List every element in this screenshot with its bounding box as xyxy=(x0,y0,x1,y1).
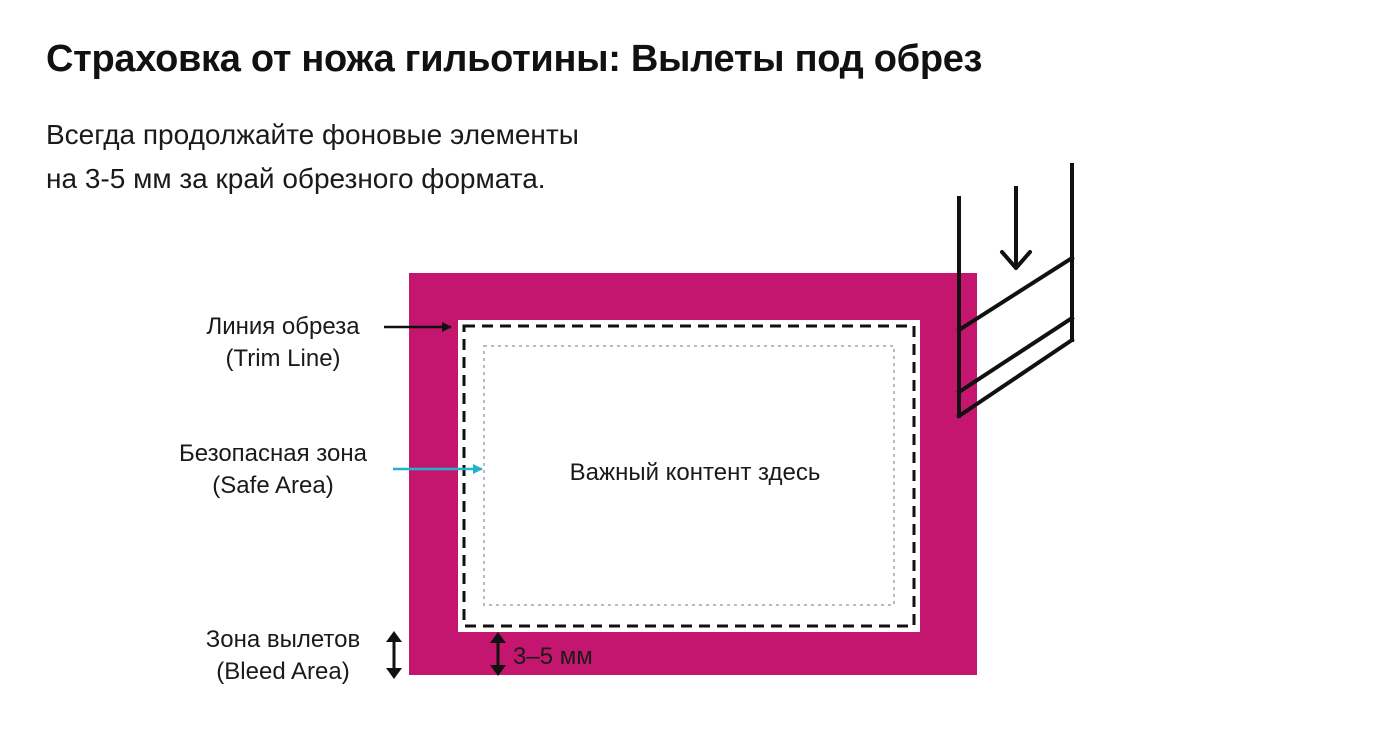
safe-area-label: Безопасная зона (Safe Area) xyxy=(158,438,388,502)
safe-area xyxy=(483,345,895,606)
trim-line-label-ru: Линия обреза xyxy=(206,313,360,340)
subtitle-line-2: на 3-5 мм за край обрезного формата. xyxy=(46,163,546,194)
trim-line xyxy=(462,324,916,628)
bleed-size-label: 3–5 мм xyxy=(513,643,593,670)
trim-line-label-en: (Trim Line) xyxy=(225,345,341,372)
trim-area xyxy=(458,320,920,632)
subtitle-line-1: Всегда продолжайте фоновые элементы xyxy=(46,119,579,150)
guillotine-blade-icon xyxy=(956,163,1075,419)
bleed-area-arrow-icon xyxy=(386,631,402,679)
content-text: Важный контент здесь xyxy=(570,459,821,486)
bleed-area-label-en: (Bleed Area) xyxy=(216,658,350,685)
safe-area-label-en: (Safe Area) xyxy=(212,472,334,499)
safe-area-label-ru: Безопасная зона xyxy=(179,440,367,467)
trim-line-label: Линия обреза (Trim Line) xyxy=(183,311,383,375)
page-title: Страховка от ножа гильотины: Вылеты под … xyxy=(46,38,983,80)
subtitle: Всегда продолжайте фоновые элементы на 3… xyxy=(46,113,579,201)
bleed-size-arrow-icon xyxy=(490,632,506,676)
bleed-area-label-ru: Зона вылетов xyxy=(205,626,361,653)
bleed-area-label: Зона вылетов (Bleed Area) xyxy=(183,624,383,688)
